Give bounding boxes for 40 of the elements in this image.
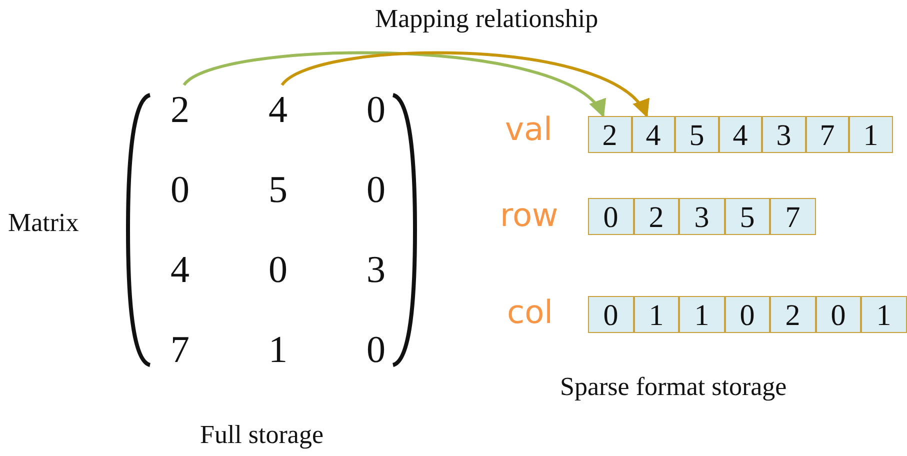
array-cell: 5 bbox=[724, 198, 770, 235]
matrix-value: 0 bbox=[160, 165, 200, 215]
array-name: val bbox=[505, 110, 552, 148]
array-cell: 2 bbox=[634, 198, 679, 235]
matrix-value: 5 bbox=[258, 165, 298, 215]
array-name: row bbox=[500, 196, 558, 234]
array-cell: 0 bbox=[724, 296, 770, 333]
array-cell: 1 bbox=[679, 296, 724, 333]
matrix-value: 0 bbox=[356, 85, 396, 135]
caption: Full storage bbox=[200, 420, 324, 450]
annotation-text: Mapping relationship bbox=[375, 4, 598, 34]
array-cell: 0 bbox=[588, 198, 634, 235]
array-cell: 2 bbox=[770, 296, 816, 333]
matrix-value: 1 bbox=[258, 325, 298, 375]
array-cell: 1 bbox=[849, 116, 892, 153]
arrow bbox=[183, 51, 604, 118]
matrix-value: 0 bbox=[356, 325, 396, 375]
array-cell: 4 bbox=[718, 116, 762, 153]
matrix-value: 7 bbox=[160, 325, 200, 375]
matrix-value: 4 bbox=[160, 245, 200, 295]
caption: Sparse format storage bbox=[560, 372, 787, 402]
array-cell: 7 bbox=[806, 116, 849, 153]
matrix-label: Matrix bbox=[8, 208, 79, 238]
array-cell: 2 bbox=[588, 116, 632, 153]
array-cell: 4 bbox=[632, 116, 675, 153]
arrow bbox=[281, 51, 648, 118]
matrix-value: 0 bbox=[258, 245, 298, 295]
matrix-value: 4 bbox=[258, 85, 298, 135]
array-cell: 5 bbox=[675, 116, 718, 153]
array-cell: 0 bbox=[816, 296, 861, 333]
matrix-value: 3 bbox=[356, 245, 396, 295]
array-cell: 3 bbox=[762, 116, 806, 153]
array-cell: 1 bbox=[861, 296, 906, 333]
array-cell: 3 bbox=[679, 198, 724, 235]
array-cell: 1 bbox=[634, 296, 679, 333]
matrix-value: 0 bbox=[356, 165, 396, 215]
array-cell: 7 bbox=[770, 198, 816, 235]
array-name: col bbox=[507, 293, 554, 331]
matrix-value: 2 bbox=[160, 85, 200, 135]
array-cell: 0 bbox=[588, 296, 634, 333]
